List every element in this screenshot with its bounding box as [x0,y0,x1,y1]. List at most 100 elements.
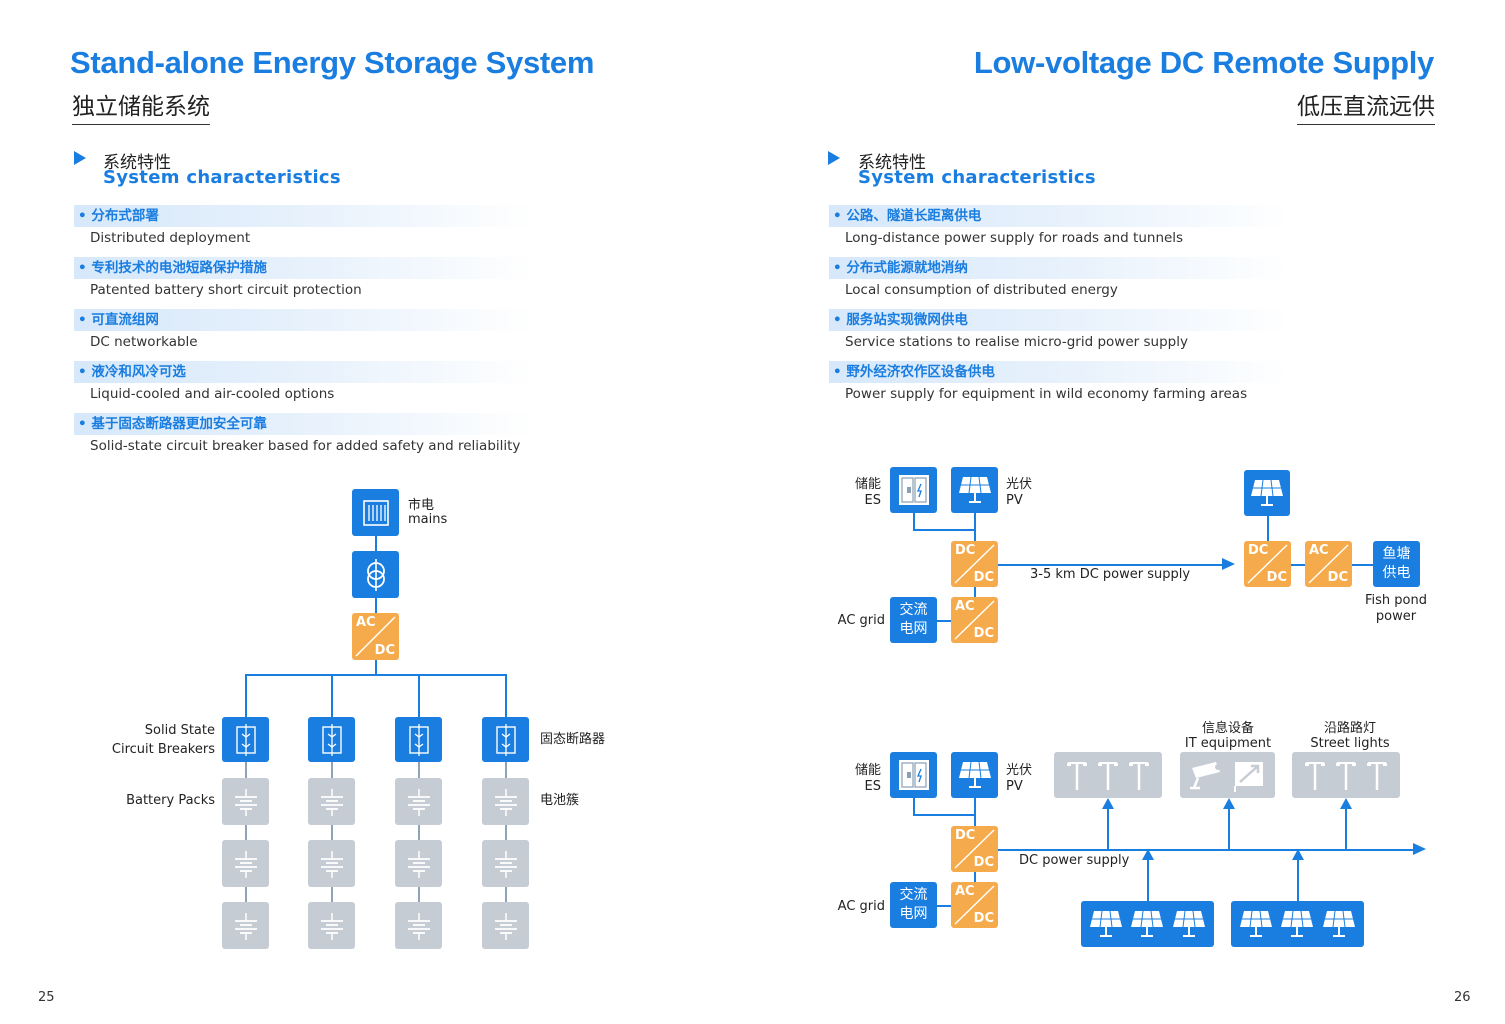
right-section-title-cn: 系统特性 [858,153,926,173]
battery-line [505,760,507,910]
load-feed-line [1107,808,1109,850]
bus-arrow-icon [1413,843,1426,855]
converter-label-top: DC [955,543,976,558]
converter-label-top: AC [955,884,975,899]
dc-supply-label: DC power supply [1019,853,1130,868]
solar-panel-icon [1089,910,1122,937]
converter-label-bottom: DC [1327,570,1348,585]
load-feed-line [1228,808,1230,850]
connector-line [936,620,952,622]
converter-label-bottom: DC [973,855,994,870]
battery-pack [482,778,529,825]
battery-icon [407,850,430,878]
grid-cn-line-1: 交流 [899,602,928,618]
converter-diagonal-icon [1247,544,1288,584]
solar-panel-icon [1131,910,1164,937]
grid-cn-line-2: 电网 [899,906,928,922]
feature-bar [829,205,1289,227]
feature-title-cn: • 可直流组网 [78,312,159,328]
battery-line [331,760,333,910]
battery-icon [494,788,517,816]
pv-box [951,467,998,513]
grid-cn-line-2: 电网 [899,621,928,637]
feature-desc-en: Solid-state circuit breaker based for ad… [90,438,521,454]
fish-label-en-2: power [1375,609,1417,624]
left-section-arrow-icon [74,151,86,165]
battery-pack [222,778,269,825]
street-light-group [1292,752,1400,798]
feature-desc-en: Local consumption of distributed energy [845,282,1118,298]
converter-diagonal-icon [954,544,995,584]
street-light-icon [1067,762,1088,790]
breaker-icon [495,723,516,756]
converter-label-top: AC [1309,543,1329,558]
breaker-box [395,717,442,762]
feature-title-cn: • 专利技术的电池短路保护措施 [78,260,267,276]
column-line [505,674,507,718]
converter-label-bottom: DC [1266,570,1287,585]
acdc-converter: AC DC [951,597,998,643]
road-sign-icon [1233,762,1263,792]
mains-box [352,489,399,536]
solar-panel-icon [1323,910,1356,937]
right-section-arrow-icon [828,151,840,165]
solar-panel-icon [958,476,991,503]
feature-desc-en: DC networkable [90,334,198,350]
bus-line [245,674,506,676]
pv-arrow-icon [1142,849,1154,860]
connector-line [913,814,975,816]
pv-box [951,752,998,798]
converter-diagonal-icon [1308,544,1349,584]
converter-diagonal-icon [954,885,995,925]
street-light-icon [1097,762,1118,790]
feature-desc-en: Distributed deployment [90,230,251,246]
battery-icon [320,850,343,878]
es-label-en: ES [864,493,881,508]
battery-line [245,760,247,910]
ac-grid-box: 交流 电网 [890,597,937,643]
left-page-number: 25 [38,990,55,1005]
converter-diagonal-icon [954,829,995,869]
dcdc-converter: DC DC [951,826,998,872]
converter-label-bottom: DC [973,911,994,926]
feature-desc-en: Power supply for equipment in wild econo… [845,386,1248,402]
acdc-converter: AC DC [352,613,399,660]
pv-feed-line [1297,858,1299,902]
battery-pack [395,902,442,949]
converter-label-bottom: DC [973,626,994,641]
battery-pack [308,902,355,949]
connector-line [913,512,915,530]
street-label-cn: 沿路路灯 [1323,721,1376,736]
remote-dcdc-converter: DC DC [1244,541,1291,587]
connector-line [974,871,976,883]
left-section-title-en: System characteristics [103,167,341,188]
feature-desc-en: Patented battery short circuit protectio… [90,282,362,298]
converter-label-top: AC [356,615,376,630]
connector-line [974,586,976,598]
feature-desc-en: Long-distance power supply for roads and… [845,230,1184,246]
pv-label-cn: 光伏 [1006,477,1033,492]
battery-label-cn: 电池簇 [540,793,580,808]
transformer-box [352,551,399,598]
it-label-cn: 信息设备 [1201,721,1254,736]
feature-bar [829,257,1289,279]
solar-panel-icon [1281,910,1314,937]
pv-arrow-icon [1292,849,1304,860]
battery-pack [482,840,529,887]
battery-pack [395,778,442,825]
connector-line [913,797,915,815]
battery-icon [320,788,343,816]
dc-supply-line [998,564,1223,566]
converter-label-top: DC [955,828,976,843]
feature-desc-en: Liquid-cooled and air-cooled options [90,386,335,402]
feature-title-cn: • 基于固态断路器更加安全可靠 [78,416,267,432]
pv-array [1081,901,1214,947]
it-equipment-group [1180,752,1275,798]
battery-icon [407,912,430,940]
battery-pack [222,840,269,887]
feature-bar [74,257,534,279]
supply-distance-label: 3-5 km DC power supply [1030,567,1191,582]
battery-icon [234,912,257,940]
breaker-box [482,717,529,762]
column-line [245,674,247,718]
